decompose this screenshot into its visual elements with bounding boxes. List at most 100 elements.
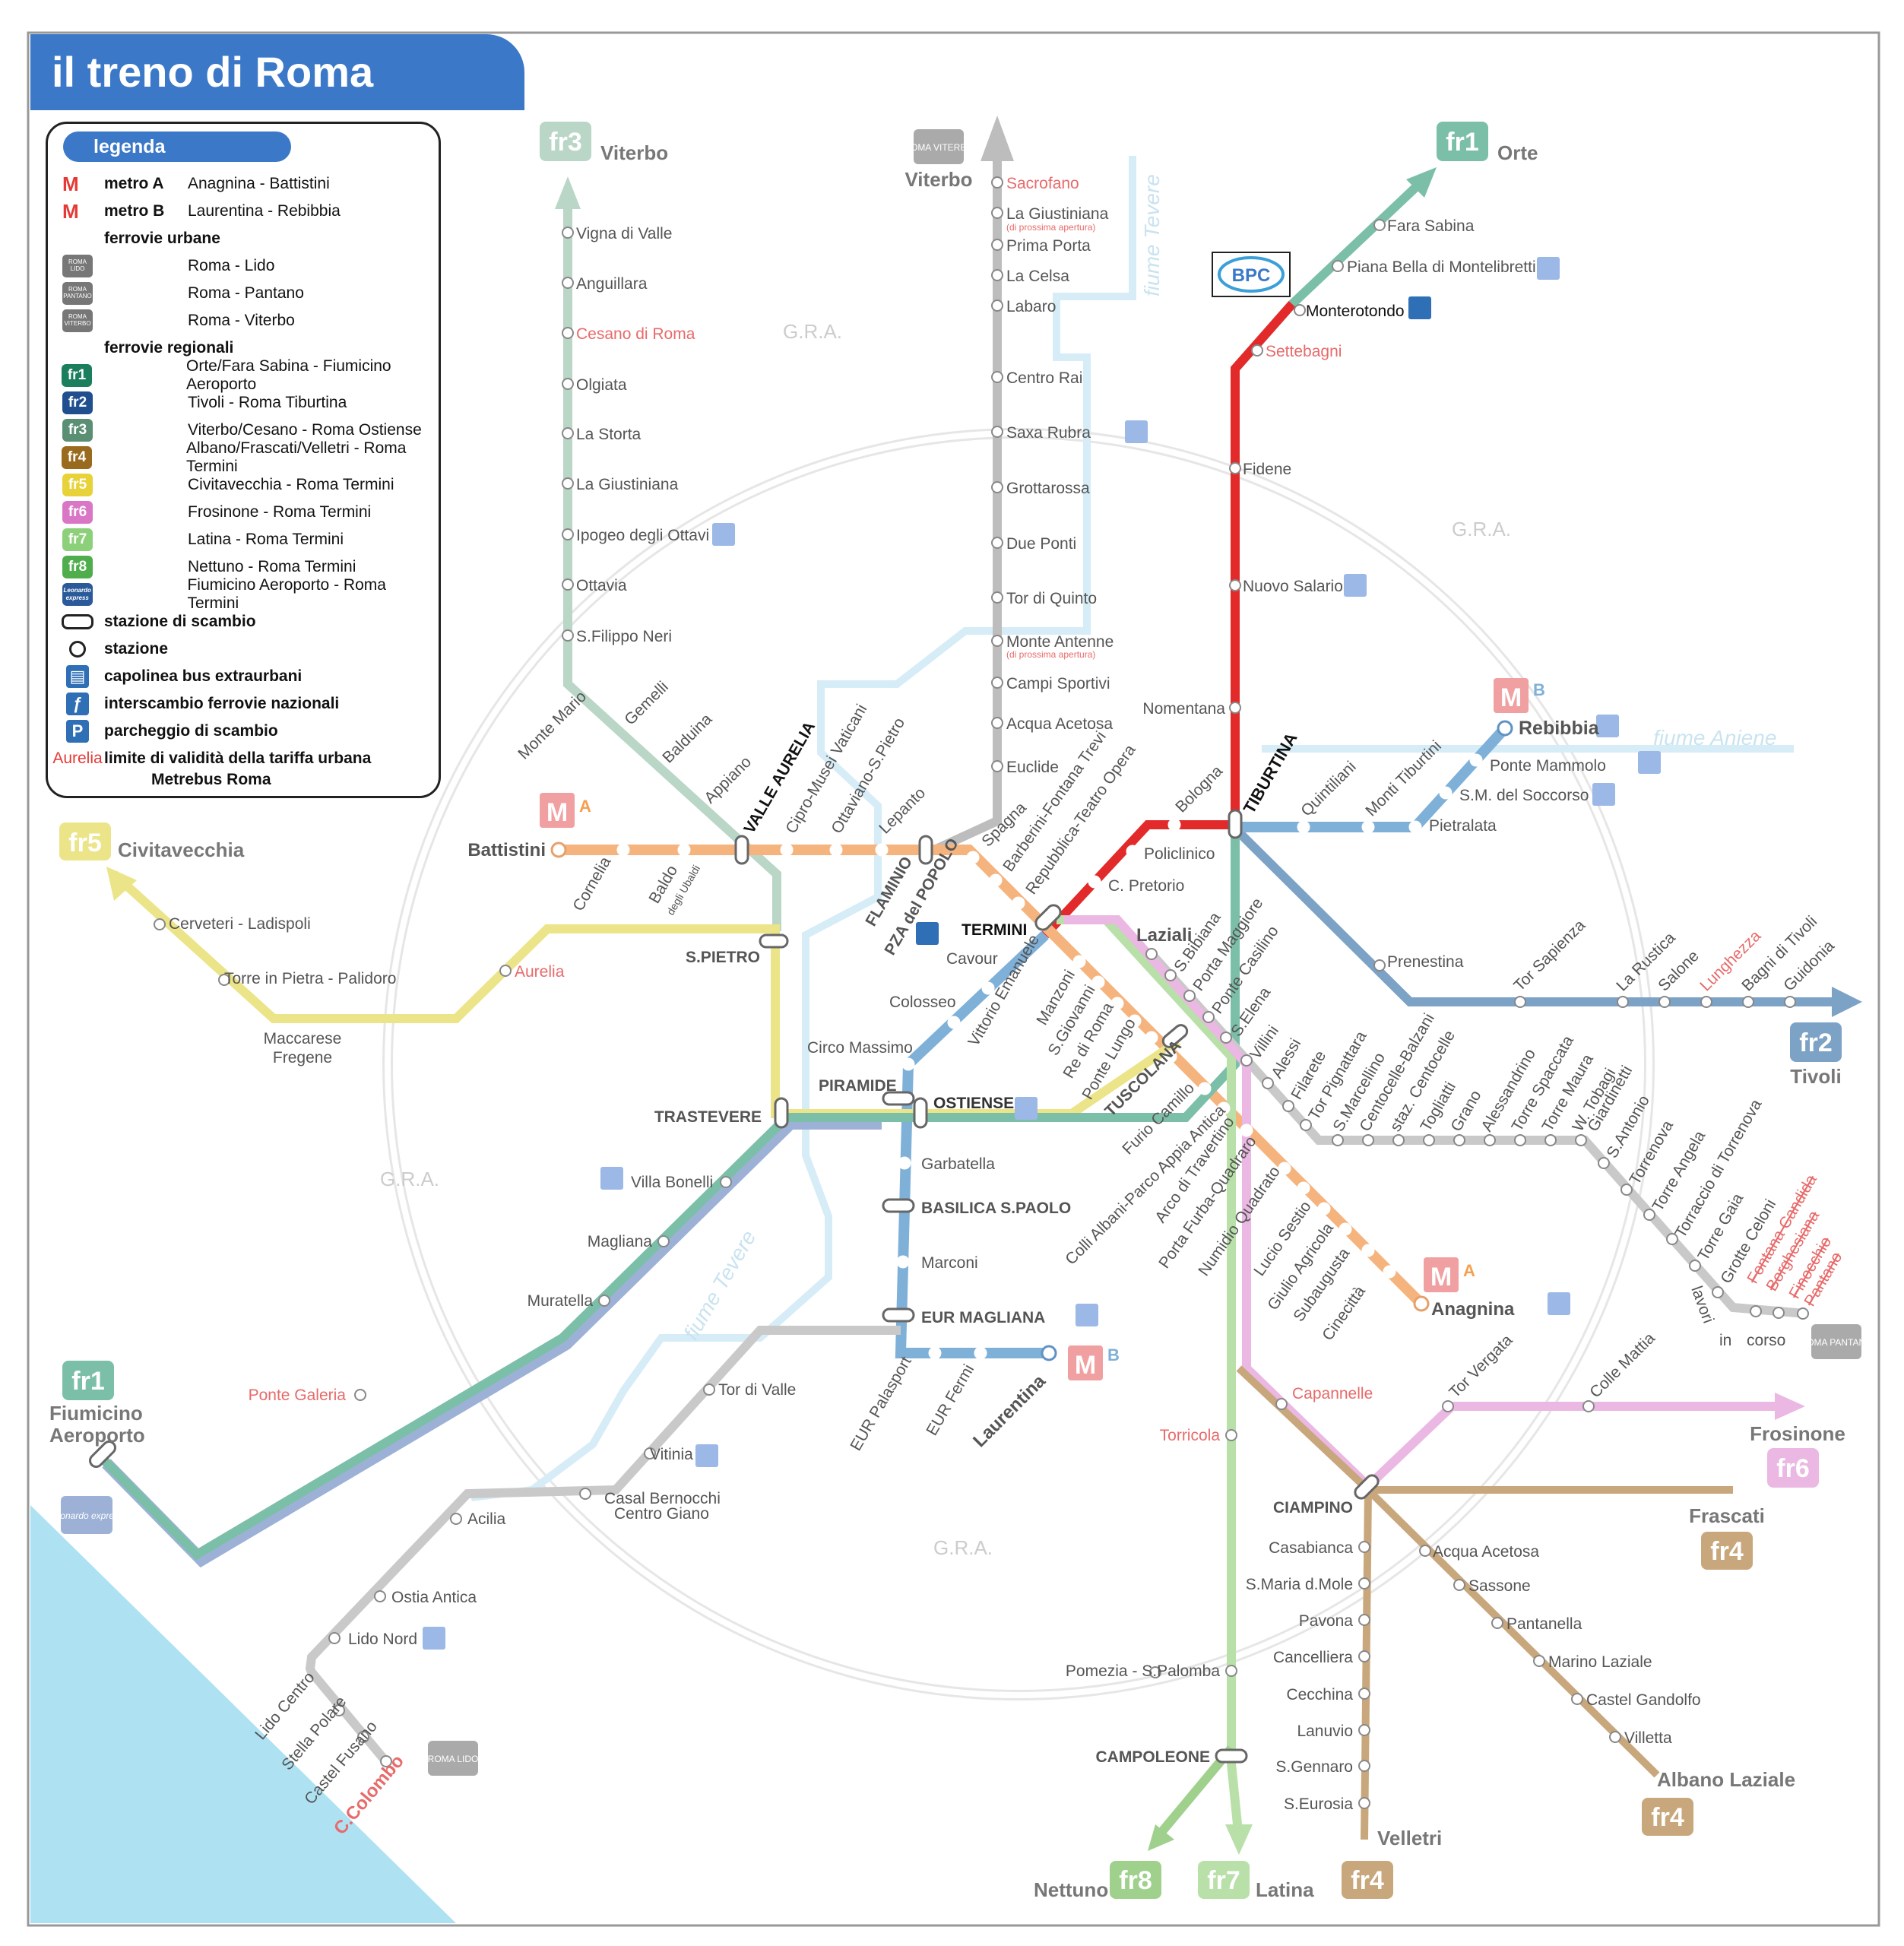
- svg-text:Monterotondo: Monterotondo: [1306, 303, 1405, 320]
- arrow-fr2: [1832, 987, 1862, 1017]
- legend-head: parcheggio di scambio: [104, 722, 278, 740]
- legend-desc: Roma - Lido: [188, 257, 275, 274]
- roma-lido-icon: ROMA LIDO: [62, 255, 93, 277]
- arrow-fr8: [1148, 1824, 1174, 1851]
- svg-text:PIRAMIDE: PIRAMIDE: [819, 1077, 897, 1095]
- svg-text:Nomentana: Nomentana: [1142, 700, 1225, 718]
- terminal-roma-pantano: ROMA PANTANO: [1801, 1324, 1873, 1359]
- svg-text:A: A: [579, 797, 591, 816]
- svg-text:fr1: fr1: [1446, 128, 1478, 157]
- svg-text:Capannelle: Capannelle: [1292, 1385, 1373, 1402]
- legend-leonardo: Leonardo express Fiumicino Aeroporto - R…: [62, 576, 439, 612]
- svg-text:Quintiliani: Quintiliani: [1297, 758, 1359, 819]
- terminal-fr4-albano: Albano Laziale fr4: [1642, 1768, 1795, 1836]
- svg-text:Sacrofano: Sacrofano: [1006, 175, 1079, 192]
- metro-a-logo: M A: [1424, 1257, 1475, 1292]
- svg-text:Lepanto: Lepanto: [876, 784, 929, 838]
- legend-head: stazione di scambio: [104, 613, 256, 630]
- river-label: fiume Tevere: [1140, 174, 1164, 296]
- gra-ring-inner: [385, 430, 1652, 1698]
- legend-fr4: fr4 Albano/Frascati/Velletri - Roma Term…: [62, 439, 439, 475]
- exchange-station-icon: [62, 614, 93, 629]
- line-roma-viterbo: [929, 141, 1002, 856]
- legend-head: ferrovie urbane: [104, 230, 220, 247]
- svg-text:fr7: fr7: [1207, 1866, 1240, 1895]
- legend-metro-a: M metro A Anagnina - Battistini: [62, 171, 330, 197]
- legend-desc: Latina - Roma Termini: [188, 531, 344, 548]
- legend-urban-heading: ferrovie urbane: [62, 226, 220, 252]
- terminal-fr2: fr2 Tivoli: [1790, 1022, 1842, 1088]
- svg-text:Frosinone: Frosinone: [1750, 1422, 1845, 1445]
- legend-regional-heading: ferrovie regionali: [62, 335, 233, 361]
- gra-label: G.R.A.: [933, 1536, 993, 1559]
- legend-national: ƒ interscambio ferrovie nazionali: [62, 691, 339, 717]
- svg-text:Ipogeo degli Ottavi: Ipogeo degli Ottavi: [576, 527, 709, 544]
- line-fr8: [1152, 1745, 1235, 1843]
- station-dots: [154, 176, 1809, 1809]
- svg-text:fr8: fr8: [1119, 1866, 1152, 1895]
- legend-desc: Roma - Pantano: [188, 284, 304, 302]
- svg-text:EUR Palasport: EUR Palasport: [847, 1354, 914, 1454]
- arrow-fr1: [1406, 167, 1437, 198]
- labels-south: Capannelle Torricola Pomezia - S.Palomba…: [1066, 1330, 1701, 1813]
- legend-tariff-2: Metrebus Roma: [62, 767, 271, 793]
- svg-text:ROMA VITERBO: ROMA VITERBO: [904, 142, 973, 153]
- svg-text:OSTIENSE: OSTIENSE: [933, 1095, 1014, 1112]
- svg-text:Cornelia: Cornelia: [569, 854, 614, 914]
- svg-text:Viterbo: Viterbo: [600, 141, 668, 164]
- metro-b-logo: M B: [1494, 678, 1545, 713]
- fr1-icon: fr1: [62, 364, 92, 387]
- fr2-icon: fr2: [62, 391, 93, 414]
- svg-text:M: M: [1430, 1263, 1452, 1292]
- legend-tariff: Aurelia limite di validità della tariffa…: [52, 746, 371, 772]
- svg-text:Battistini: Battistini: [467, 840, 546, 860]
- svg-text:fr6: fr6: [1776, 1454, 1809, 1483]
- svg-text:Viterbo: Viterbo: [904, 168, 972, 191]
- svg-text:Cerveteri - Ladispoli: Cerveteri - Ladispoli: [169, 915, 311, 933]
- svg-text:Campi Sportivi: Campi Sportivi: [1006, 675, 1110, 693]
- svg-text:A: A: [1463, 1261, 1475, 1280]
- legend-desc: Frosinone - Roma Termini: [188, 503, 372, 521]
- svg-text:Garbatella: Garbatella: [921, 1155, 995, 1173]
- svg-text:Monte Mario: Monte Mario: [515, 688, 590, 763]
- svg-text:Colosseo: Colosseo: [889, 994, 956, 1011]
- svg-text:B: B: [1107, 1345, 1120, 1364]
- legend-cat: metro A: [104, 175, 164, 192]
- legend-fr5: fr5 Civitavecchia - Roma Termini: [62, 472, 394, 498]
- svg-text:Cavour: Cavour: [946, 950, 998, 968]
- parking-icons: [423, 257, 1661, 1650]
- legend-fr7: fr7 Latina - Roma Termini: [62, 527, 344, 553]
- svg-text:Bologna: Bologna: [1172, 762, 1226, 816]
- legend-cat: metro B: [104, 202, 165, 220]
- svg-text:Casabianca: Casabianca: [1269, 1539, 1353, 1557]
- svg-text:ROMA PANTANO: ROMA PANTANO: [1801, 1337, 1873, 1348]
- svg-text:Appiano: Appiano: [701, 753, 755, 807]
- station-icon: [69, 641, 86, 658]
- legend-desc: Laurentina - Rebibbia: [188, 202, 341, 220]
- svg-text:Gemelli: Gemelli: [621, 678, 672, 729]
- svg-text:Piana Bella di Montelibretti: Piana Bella di Montelibretti: [1347, 258, 1536, 276]
- svg-text:CAMPOLEONE: CAMPOLEONE: [1095, 1748, 1210, 1766]
- svg-text:Acilia: Acilia: [467, 1510, 506, 1528]
- svg-text:M: M: [1500, 683, 1522, 712]
- page-title: il treno di Roma: [30, 34, 524, 110]
- labels-fr1-south: Villa Bonelli Magliana Muratella Ponte G…: [249, 1174, 714, 1404]
- line-metro-a: [559, 845, 1425, 1307]
- fr4-icon: fr4: [62, 446, 92, 469]
- legend-fr8: fr8 Nettuno - Roma Termini: [62, 554, 356, 580]
- svg-text:EUR Fermi: EUR Fermi: [923, 1361, 977, 1438]
- svg-text:fr4: fr4: [1351, 1866, 1384, 1895]
- exchange-pills: [89, 809, 1380, 1764]
- metro-b-logo: M B: [1068, 1345, 1120, 1380]
- legend-desc: Albano/Frascati/Velletri - Roma Termini: [186, 439, 407, 475]
- svg-text:Marino Laziale: Marino Laziale: [1548, 1653, 1652, 1671]
- river-label: fiume Tevere: [679, 1226, 760, 1344]
- parking-icon: P: [66, 720, 89, 743]
- legend-desc: Anagnina - Battistini: [188, 175, 330, 192]
- metro-a-logo: M A: [540, 793, 591, 828]
- svg-text:Casal Bernocchi: Casal Bernocchi: [604, 1490, 721, 1507]
- legend-fr3: fr3 Viterbo/Cesano - Roma Ostiense: [62, 417, 422, 443]
- svg-text:Anguillara: Anguillara: [576, 275, 648, 293]
- svg-text:M: M: [1075, 1351, 1096, 1380]
- svg-text:Acqua Acetosa: Acqua Acetosa: [1006, 715, 1113, 733]
